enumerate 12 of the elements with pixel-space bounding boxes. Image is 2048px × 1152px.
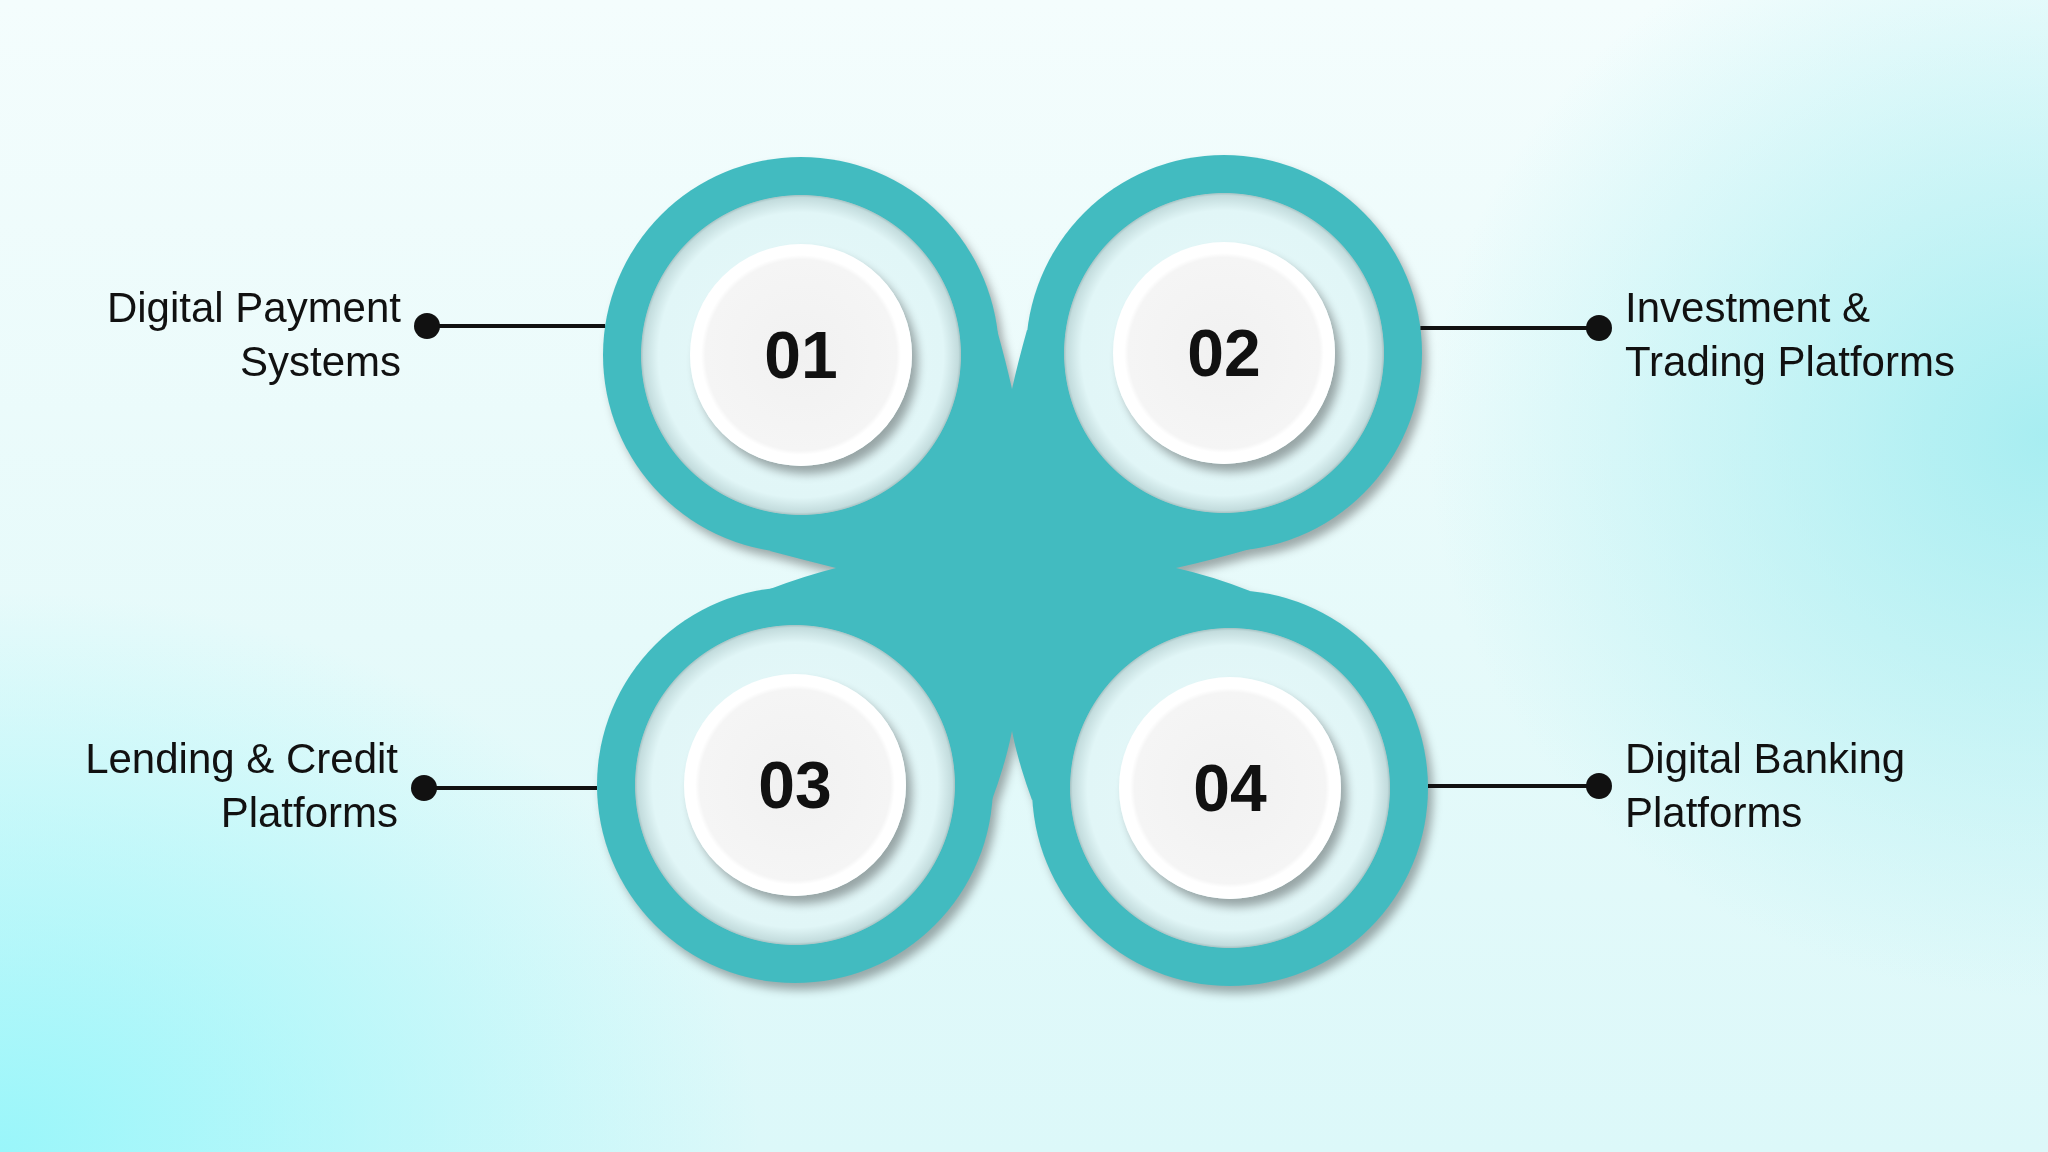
- category-label: Lending & Credit Platforms: [84, 732, 398, 840]
- category-label: Investment & Trading Platforms: [1625, 281, 1956, 389]
- leader-line: [411, 775, 597, 801]
- step-number-disc: 02: [1113, 242, 1335, 464]
- leader-line: [1420, 315, 1612, 341]
- step-number-disc: 04: [1119, 677, 1341, 899]
- step-number-disc: 01: [690, 244, 912, 466]
- category-label: Digital Payment Systems: [105, 281, 401, 389]
- category-label: Digital Banking Platforms: [1625, 732, 1907, 840]
- leader-line: [1428, 773, 1612, 799]
- step-number-disc: 03: [684, 674, 906, 896]
- leader-line: [414, 313, 606, 339]
